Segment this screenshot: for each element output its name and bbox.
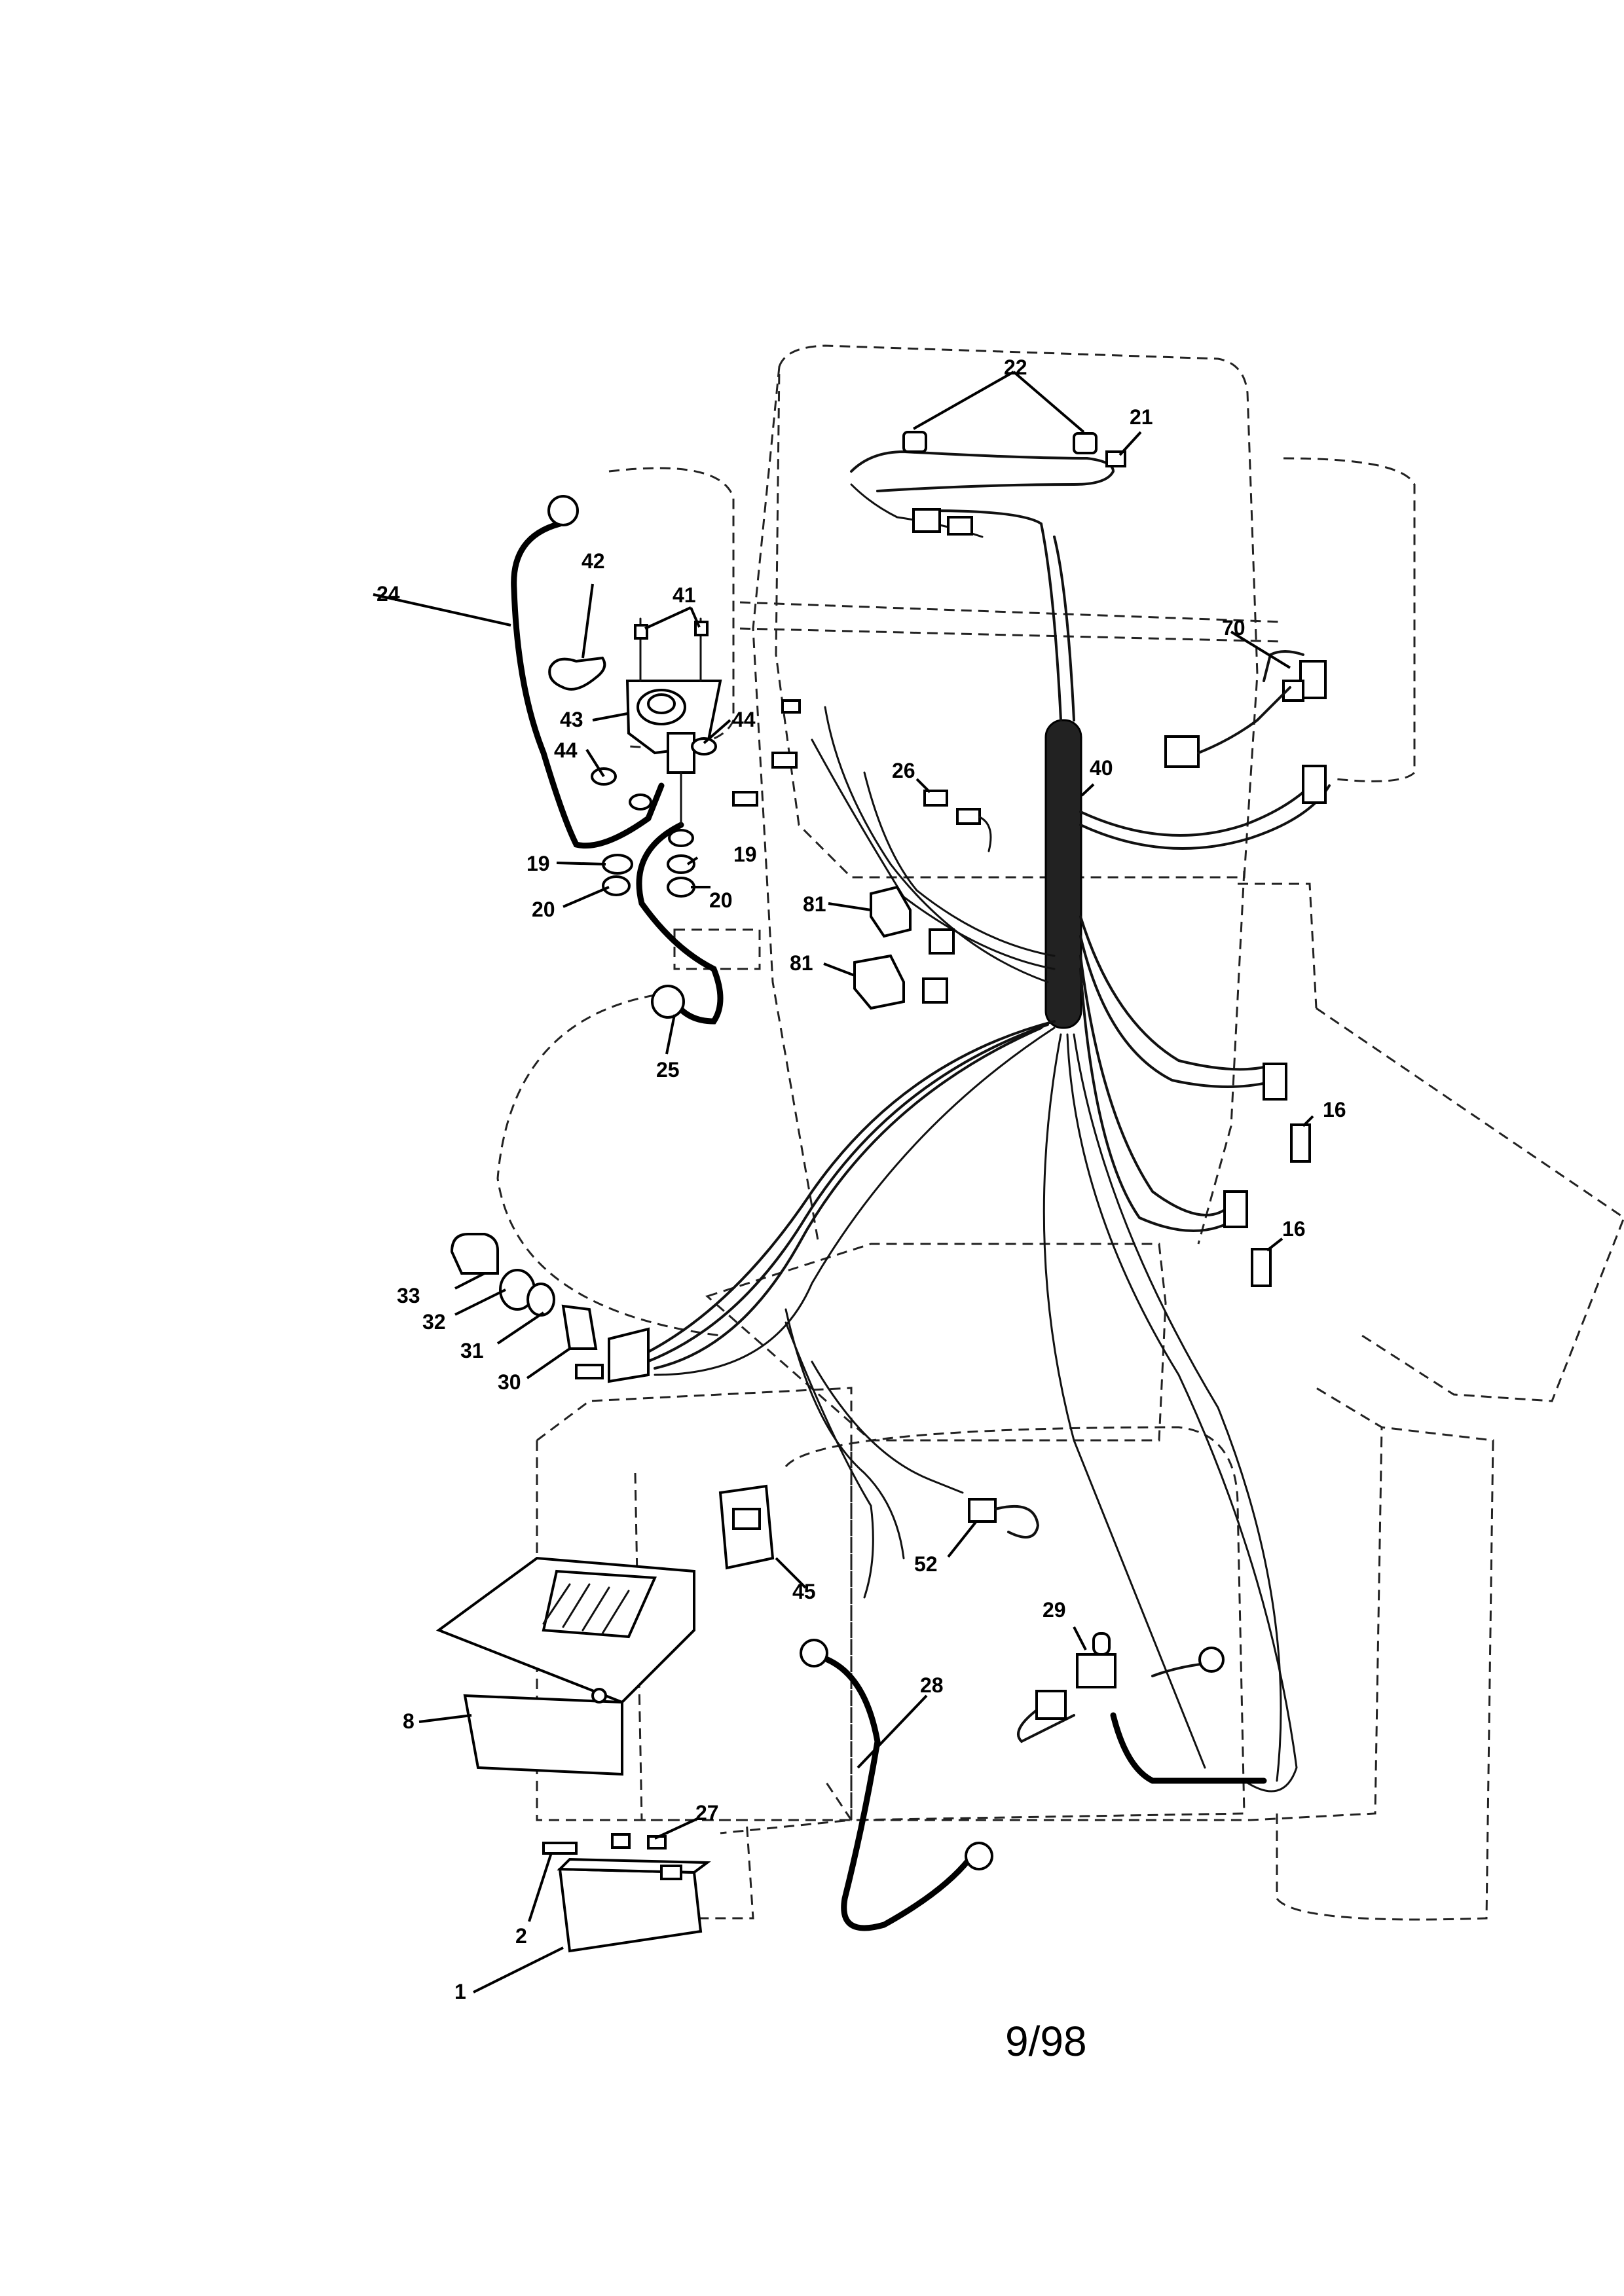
label-27: 27 [695, 1801, 719, 1825]
label-70: 70 [1222, 616, 1246, 640]
terminal [781, 699, 801, 714]
label-25: 25 [656, 1058, 680, 1082]
label-16-bottom: 16 [1282, 1217, 1306, 1241]
label-26: 26 [892, 759, 915, 782]
relays-81 [853, 885, 955, 1010]
label-20-left: 20 [532, 898, 555, 921]
label-16-top: 16 [1323, 1098, 1346, 1121]
coiled-lead [1110, 1712, 1267, 1784]
label-44-left: 44 [554, 738, 578, 762]
label-32: 32 [422, 1310, 446, 1334]
date-code: 9/98 [1005, 2018, 1087, 2065]
label-1: 1 [454, 1980, 466, 2003]
label-41: 41 [673, 583, 696, 607]
washers-and-nuts [602, 793, 695, 898]
label-22: 22 [1004, 355, 1027, 379]
label-81-top: 81 [803, 892, 826, 916]
hourmeter-45 [718, 1484, 775, 1570]
label-19-left: 19 [526, 852, 550, 875]
connector-52 [968, 1498, 1040, 1539]
leader-lines [373, 371, 1314, 1994]
battery-cable-24 [511, 495, 665, 849]
label-52: 52 [914, 1552, 938, 1576]
label-28: 28 [920, 1673, 944, 1697]
fuse-holder-26 [923, 790, 992, 852]
label-19-right: 19 [733, 843, 757, 866]
label-40: 40 [1090, 756, 1113, 780]
tractor-outline [496, 344, 1624, 1921]
terminal [771, 752, 798, 769]
battery-cable-28 [800, 1639, 993, 1931]
pto-switch-29 [1035, 1632, 1225, 1720]
label-44-right: 44 [732, 708, 756, 731]
terminal-boot-42 [548, 656, 606, 691]
label-21: 21 [1130, 405, 1153, 429]
label-33: 33 [397, 1284, 420, 1307]
ignition-switch-group [450, 1233, 650, 1383]
seat-switch-connectors [1164, 650, 1327, 804]
battery-tray-8 [435, 1556, 695, 1776]
label-8: 8 [403, 1709, 415, 1733]
battery-1 [542, 1833, 711, 1953]
headlight-harness [850, 431, 1126, 538]
connectors-16 [1223, 1063, 1311, 1287]
label-31: 31 [460, 1339, 484, 1362]
label-30: 30 [498, 1370, 521, 1394]
ground-cable-25 [636, 822, 724, 1025]
harness-main-bundle [627, 509, 1331, 1793]
label-42: 42 [581, 549, 605, 573]
terminal [732, 791, 758, 807]
label-43: 43 [560, 708, 583, 731]
label-45: 45 [792, 1580, 816, 1603]
label-2: 2 [515, 1924, 527, 1948]
callout-labels: 24 42 41 43 44 44 19 19 20 20 25 22 21 7… [377, 355, 1346, 2003]
label-24: 24 [377, 582, 400, 606]
label-81-bottom: 81 [790, 951, 813, 975]
label-20-right: 20 [709, 888, 733, 912]
label-29: 29 [1043, 1598, 1066, 1622]
